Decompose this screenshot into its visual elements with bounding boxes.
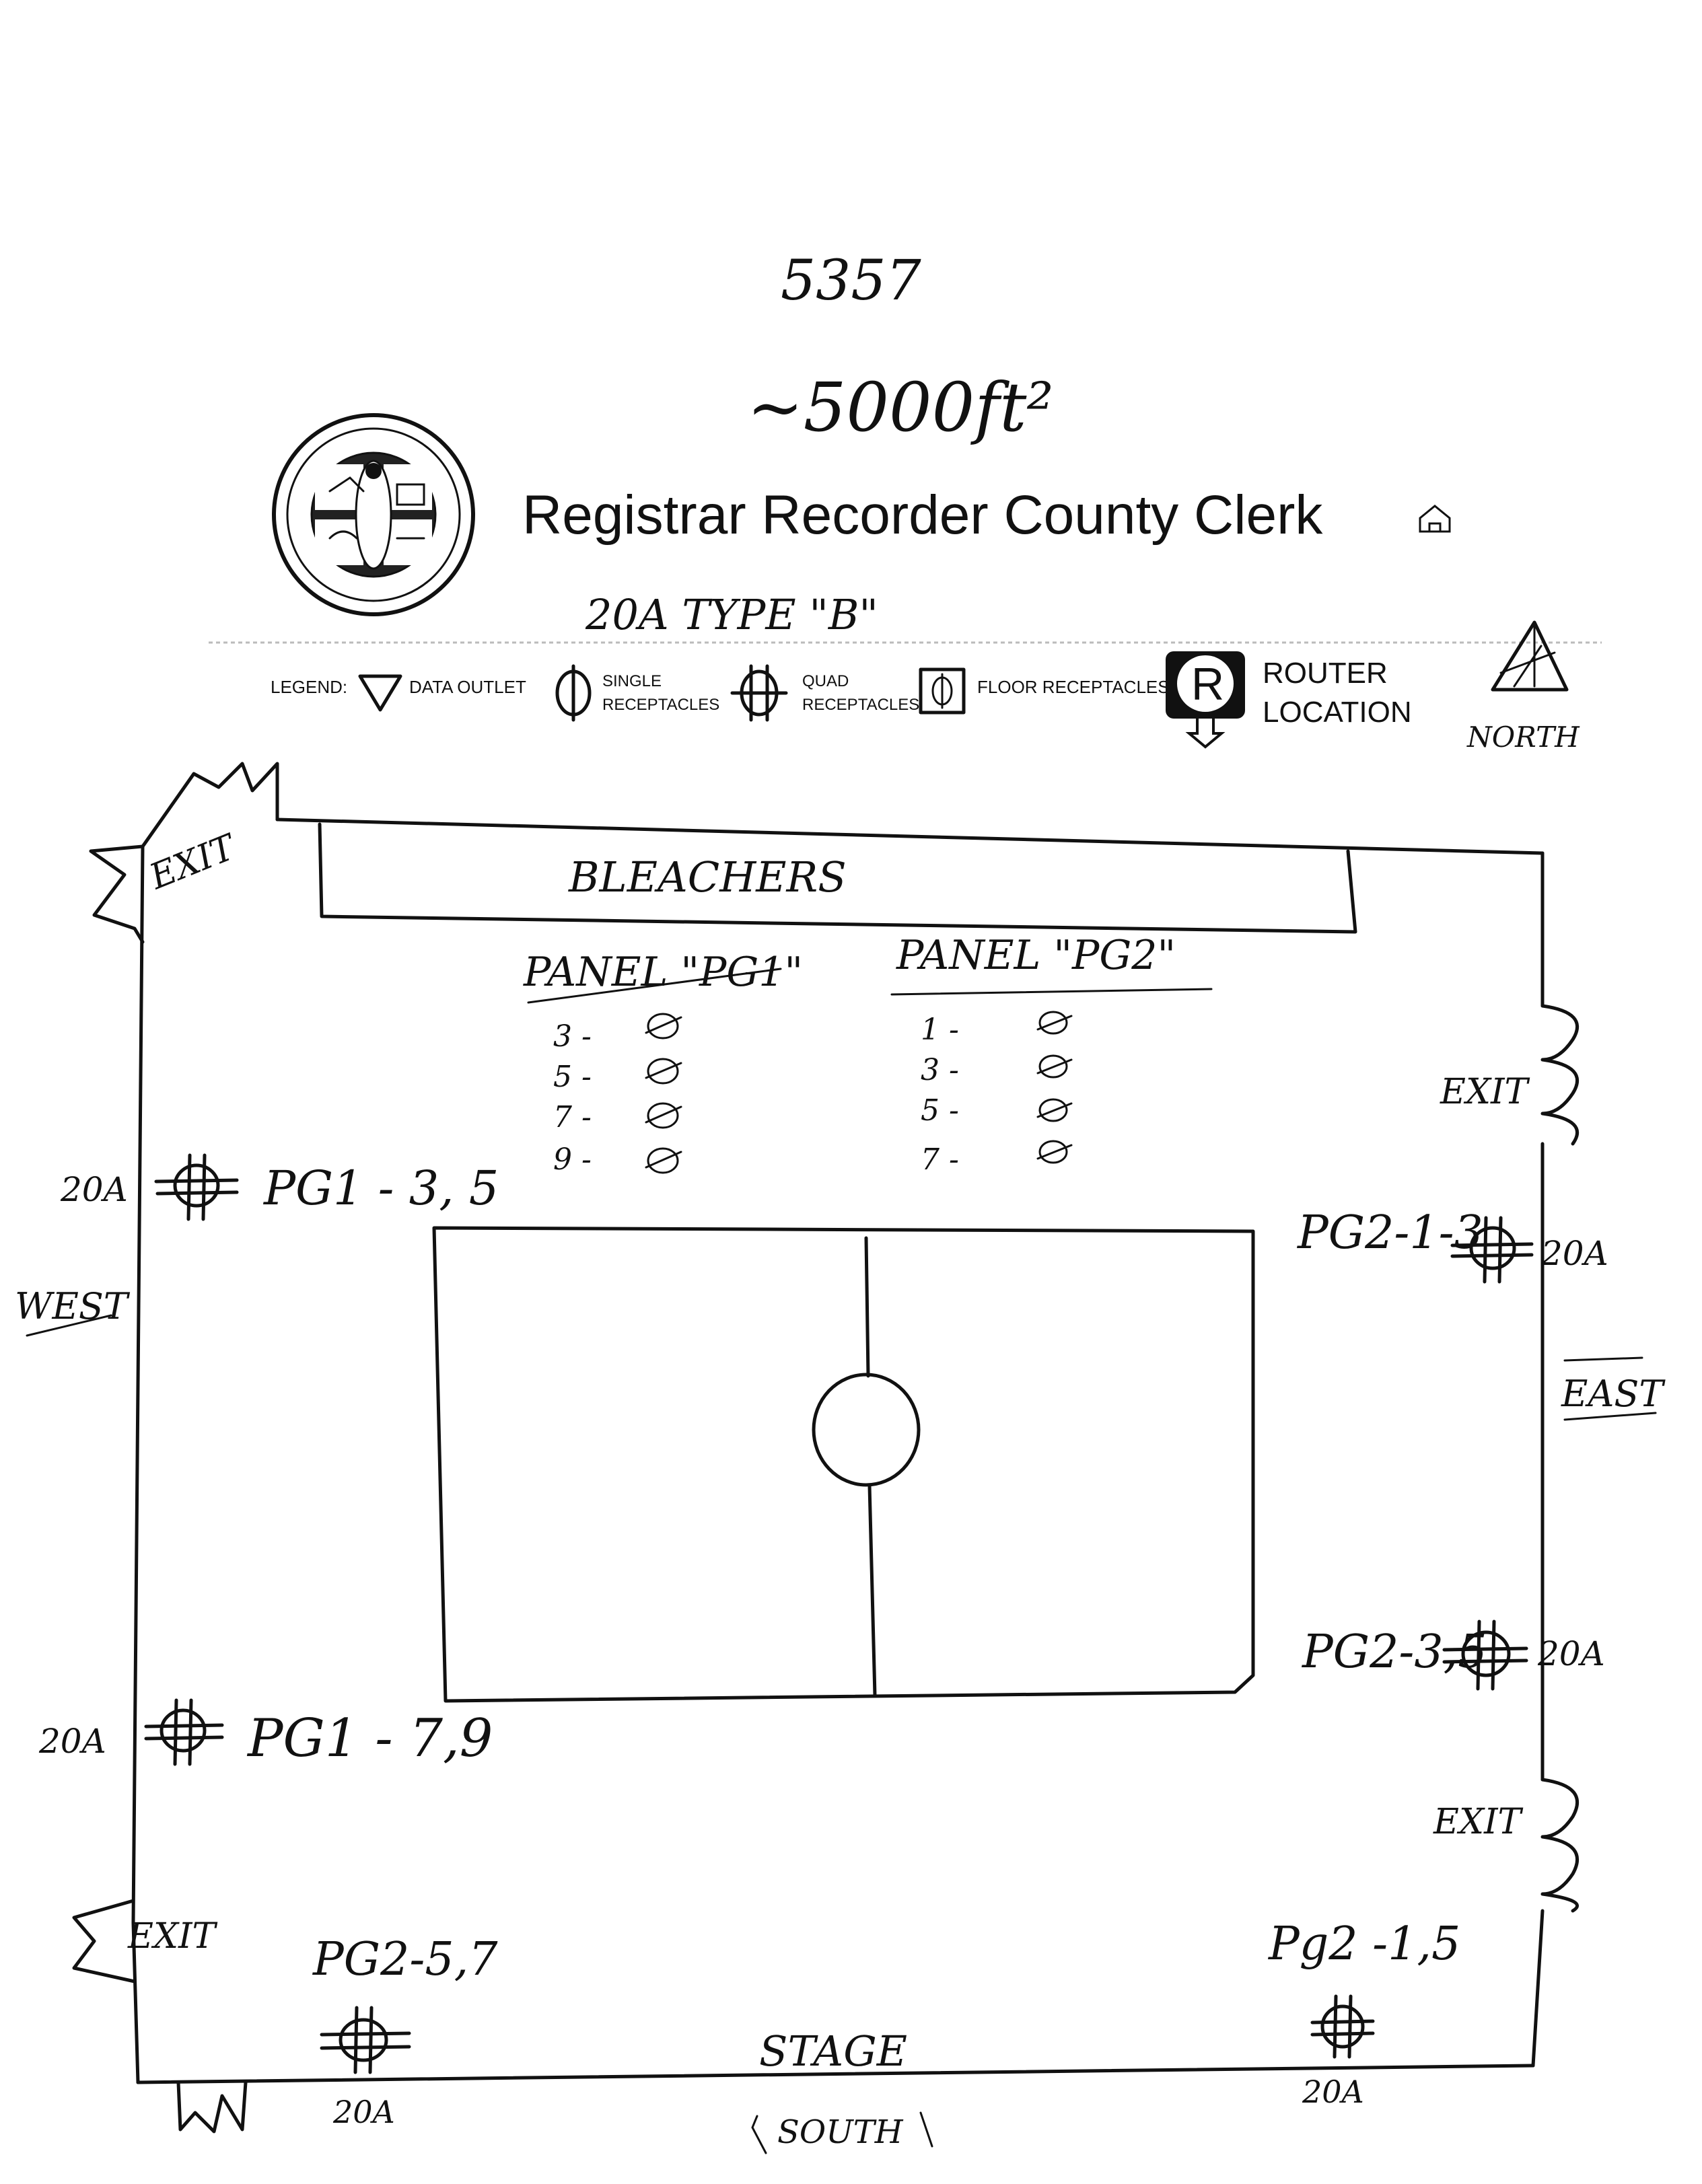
legend-data-outlet: DATA OUTLET [409, 677, 526, 697]
data-outlet-icon [358, 674, 402, 712]
amp-type-note: 20A TYPE "B" [585, 590, 878, 639]
legend: LEGEND: DATA OUTLET SINGLE RECEPTACLES Q… [271, 620, 1580, 754]
panel-pg2-row: 7 - [921, 1142, 959, 1177]
south-label: SOUTH [777, 2113, 904, 2151]
panel-pg2-row: 1 - [921, 1013, 959, 1047]
panel-pg1-row: 3 - [553, 1019, 592, 1054]
floor-receptacle-icon [919, 667, 966, 715]
exit-door-east-lower [1540, 1778, 1580, 1913]
west-label: WEST [15, 1285, 131, 1327]
exit-label-east-upper: EXIT [1440, 1072, 1530, 1112]
panel-pg1-row: 5 - [553, 1060, 592, 1094]
site-number: 5357 [781, 249, 922, 313]
exit-door-east-upper [1540, 1004, 1580, 1146]
panel-pg2-row: 3 - [921, 1053, 959, 1087]
bleachers-label: BLEACHERS [568, 852, 847, 902]
receptacle-circuit: PG2-1-3 [1296, 1206, 1483, 1260]
receptacle-amp: 20A [1302, 2074, 1364, 2110]
receptacle-amp: 20A [332, 2094, 395, 2130]
page-title: Registrar Recorder County Clerk [522, 484, 1323, 546]
north-arrow-icon [1491, 620, 1569, 692]
county-seal-icon [272, 413, 475, 616]
exit-door-sw [72, 1899, 248, 2134]
building-outline [131, 817, 1545, 2084]
receptacle-circuit: Pg2 -1,5 [1267, 1918, 1460, 1971]
receptacle-circuit: PG1 - 7,9 [246, 1708, 493, 1769]
panel-pg2-row: 5 - [921, 1093, 959, 1128]
legend-single-2: RECEPTACLES [602, 696, 719, 714]
quad-receptacle-icon [1310, 1994, 1375, 2059]
bleachers-outline [318, 822, 1357, 934]
exit-label-east-lower: EXIT [1433, 1802, 1524, 1842]
legend-label: LEGEND: [271, 677, 347, 697]
quad-receptacle-icon [730, 664, 788, 722]
panel-pg1-row: 9 - [553, 1142, 592, 1177]
panel-schedule-pg1: PANEL "PG1" 3 - 5 - 7 - 9 - [523, 949, 803, 1177]
legend-quad-1: QUAD [802, 672, 849, 690]
panel-pg1-row: 7 - [553, 1100, 592, 1134]
receptacle-circuit: PG1 - 3, 5 [262, 1161, 499, 1216]
single-receptacle-icon [555, 664, 592, 722]
home-icon[interactable] [1419, 505, 1451, 533]
receptacle-amp: 20A [60, 1170, 128, 1209]
area-note: ~5000ft² [747, 368, 1054, 447]
legend-router-2: LOCATION [1263, 696, 1412, 729]
panel-pg2-breaker-icons [1036, 1011, 1073, 1164]
exit-label-sw: EXIT [127, 1916, 218, 1957]
exit-door-nw [89, 762, 279, 944]
receptacle-amp: 20A [1540, 1234, 1608, 1273]
east-label: EAST [1561, 1373, 1666, 1415]
router-location-icon: R [1166, 651, 1245, 749]
exit-label-nw: EXIT [143, 826, 242, 898]
receptacle-circuit: PG2-5,7 [312, 1933, 498, 1986]
legend-router-1: ROUTER [1263, 657, 1388, 690]
basketball-court [432, 1226, 1255, 1703]
quad-receptacle-icon [154, 1153, 239, 1221]
quad-receptacle-icon [1442, 1619, 1528, 1691]
legend-floor: FLOOR RECEPTACLES [977, 677, 1170, 697]
stage-label: STAGE [759, 2027, 907, 2076]
panel-pg2-title: PANEL "PG2" [896, 932, 1176, 979]
panel-schedule-pg2: PANEL "PG2" 1 - 3 - 5 - 7 - [890, 932, 1213, 1177]
north-label: NORTH [1466, 721, 1580, 754]
quad-receptacle-icon [144, 1698, 224, 1766]
legend-single-1: SINGLE [602, 672, 662, 690]
legend-quad-2: RECEPTACLES [802, 696, 919, 714]
quad-receptacle-icon [1450, 1216, 1534, 1284]
router-letter: R [1191, 659, 1224, 710]
panel-pg1-breaker-icons [645, 1013, 682, 1174]
receptacle-amp: 20A [1537, 1634, 1605, 1673]
quad-receptacle-icon [320, 2006, 411, 2074]
receptacle-amp: 20A [38, 1722, 106, 1761]
receptacle-circuit: PG2-3,5 [1301, 1626, 1487, 1679]
